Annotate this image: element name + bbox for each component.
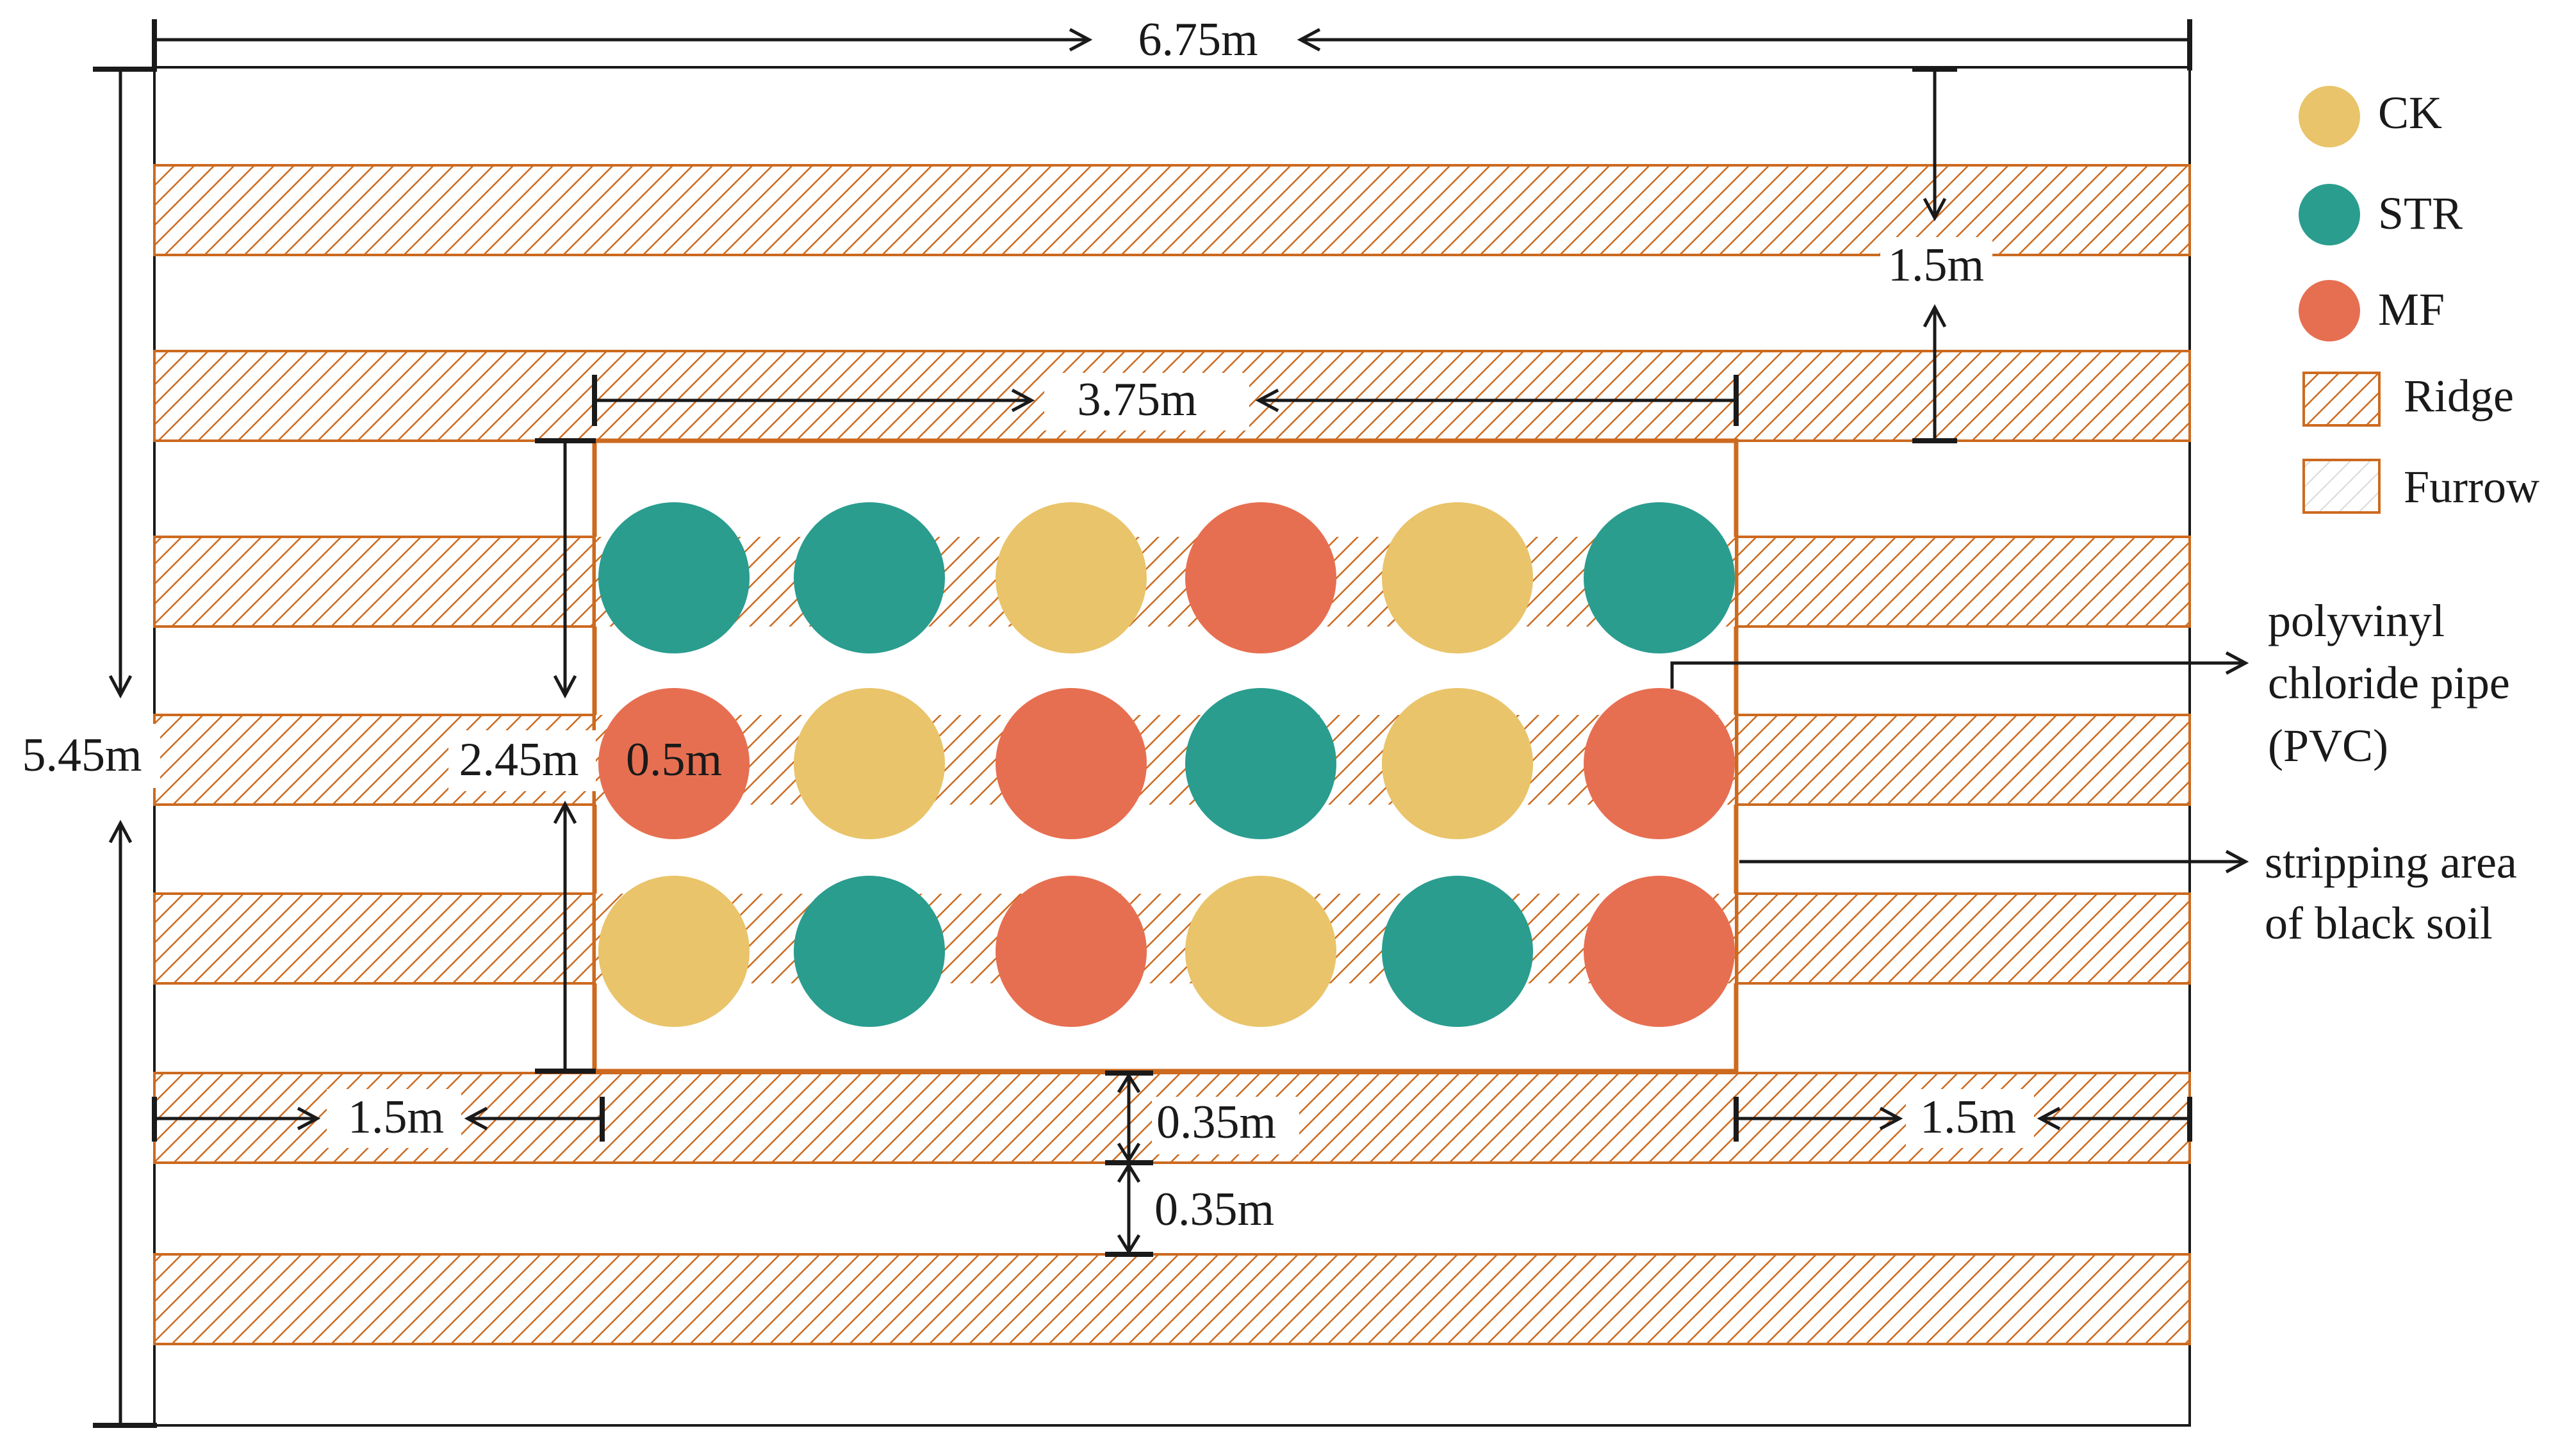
pvc-pipe-mf [1584,876,1735,1027]
total-height-label: 5.45m [22,729,142,782]
pvc-pipe-grid [598,502,1735,1027]
pvc-pipe-mf [1584,688,1735,839]
pvc-pipe-ck [1382,502,1533,653]
legend-furrow-label: Furrow [2404,461,2539,512]
pipe-diameter-label: 0.5m [626,734,722,786]
legend-str-swatch [2299,184,2360,245]
stripping-label-line2: of black soil [2265,898,2493,949]
furrow-width-label: 0.35m [1154,1183,1274,1236]
total-width-label: 6.75m [1138,13,1258,66]
stripping-annotation: stripping area of black soil [2265,837,2517,949]
legend-str-label: STR [2378,188,2463,239]
pvc-label-line1: polyvinyl [2268,595,2445,646]
dimension-labels: 6.75m 5.45m 1.5m 3.75m 2.45m 1.5m 1.5m 0… [6,12,2034,1236]
legend-furrow-swatch [2302,459,2381,514]
strip-height-label: 2.45m [459,734,578,786]
ridge-width-label: 0.35m [1156,1096,1276,1149]
pvc-label-line2: chloride pipe [2268,657,2510,709]
pvc-pipe-str [794,876,945,1027]
pvc-pipe-mf [598,688,750,839]
legend-ridge-swatch [2302,372,2381,427]
legend-mf-swatch [2299,280,2360,341]
legend-mf-label: MF [2378,284,2445,335]
legend: CK STR MF Ridge Furrow [2299,86,2539,514]
pvc-pipe-str [598,502,750,653]
strip-width-label: 3.75m [1077,373,1197,426]
pvc-pipe-ck [794,688,945,839]
pvc-pipe-ck [996,502,1147,653]
pvc-pipe-ck [1185,876,1336,1027]
pvc-pipe-ck [598,876,750,1027]
ridge-strip [153,1253,2191,1345]
pvc-pipe-str [1584,502,1735,653]
pvc-pipe-str [794,502,945,653]
legend-ck-label: CK [2378,87,2442,138]
left-margin-label: 1.5m [348,1091,444,1144]
pvc-label-line3: (PVC) [2268,720,2388,771]
ridge-strip [153,164,2191,256]
pvc-pipe-ck [1382,688,1533,839]
right-margin-label: 1.5m [1920,1091,2016,1144]
pvc-pipe-str [1382,876,1533,1027]
stripping-area-ridge-hints [596,537,1735,983]
stripping-label-line1: stripping area [2265,837,2517,888]
legend-ck-swatch [2299,86,2360,147]
pvc-pipe-str [1185,688,1336,839]
pvc-pipe-mf [996,876,1147,1027]
pvc-pipe-mf [996,688,1147,839]
pvc-pipe-mf [1185,502,1336,653]
pvc-annotation: polyvinyl chloride pipe (PVC) [2268,595,2510,771]
top-spacing-label: 1.5m [1888,239,1984,291]
dimension-lines [93,19,2249,1428]
legend-ridge-label: Ridge [2404,370,2514,422]
